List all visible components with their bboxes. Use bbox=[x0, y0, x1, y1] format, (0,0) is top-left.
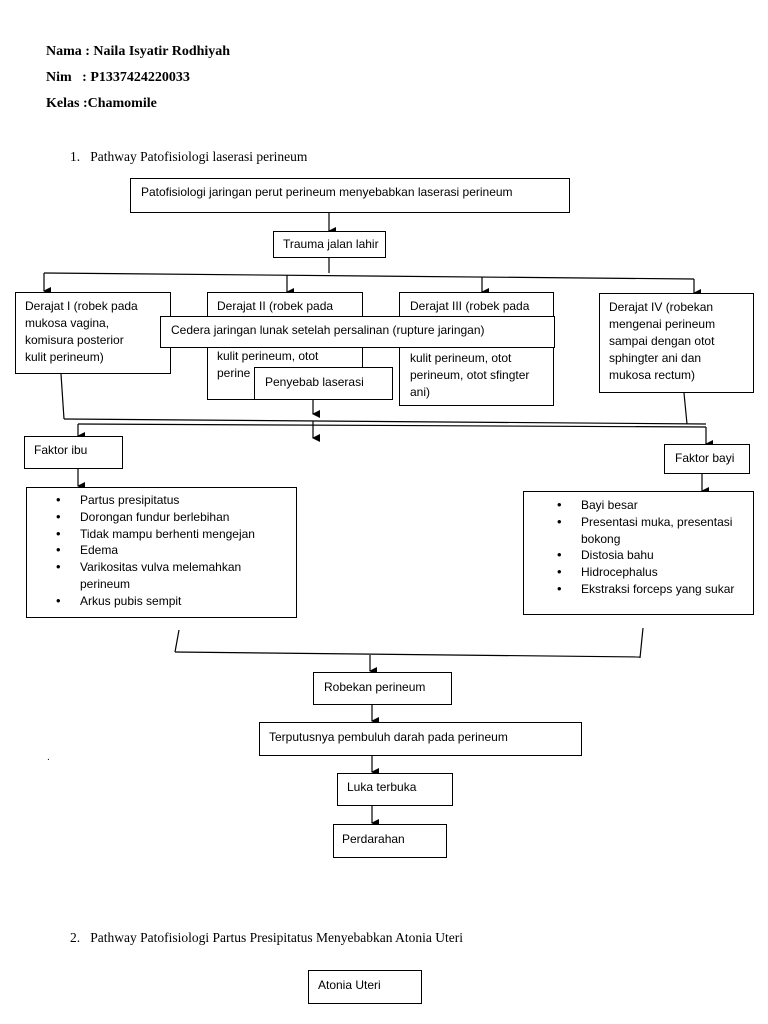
list-item: Varikositas vulva melemahkan bbox=[56, 559, 296, 576]
faktor-bayi-list: Bayi besar Presentasi muka, presentasi b… bbox=[524, 497, 753, 598]
terputus-text: Terputusnya pembuluh darah pada perineum bbox=[269, 730, 508, 744]
atonia-box: Atonia Uteri bbox=[308, 970, 422, 1004]
derajat-4-line: mengenai perineum bbox=[609, 317, 716, 331]
line-derajat-bus bbox=[43, 272, 695, 280]
list-item: Distosia bahu bbox=[557, 547, 753, 564]
student-name: Nama : Naila Isyatir Rodhiyah bbox=[46, 44, 231, 59]
trauma-box: Trauma jalan lahir bbox=[273, 231, 386, 258]
penyebab-text: Penyebab laserasi bbox=[265, 375, 364, 389]
derajat-3-box: Derajat III (robek pada kulit perineum, … bbox=[399, 292, 554, 406]
derajat-2-line: perine bbox=[217, 366, 251, 380]
derajat-4-line: Derajat IV (robekan bbox=[609, 300, 714, 314]
list-item-continuation: bokong bbox=[581, 531, 621, 546]
derajat-1-line: kulit perineum) bbox=[25, 350, 104, 364]
student-class: Kelas :Chamomile bbox=[46, 96, 157, 111]
list-item: Ekstraksi forceps yang sukar bbox=[557, 581, 753, 598]
list-item: Presentasi muka, presentasi bbox=[557, 514, 753, 531]
line-split-bus-2 bbox=[77, 423, 707, 428]
list-item: Arkus pubis sempit bbox=[56, 593, 296, 610]
derajat-3-line: Derajat III (robek pada bbox=[410, 299, 530, 313]
terputus-box: Terputusnya pembuluh darah pada perineum bbox=[259, 722, 582, 756]
list-item: Bayi besar bbox=[557, 497, 753, 514]
luka-text: Luka terbuka bbox=[347, 780, 417, 794]
derajat-1-line: komisura posterior bbox=[25, 333, 124, 347]
robekan-text: Robekan perineum bbox=[324, 680, 426, 694]
cedera-box: Cedera jaringan lunak setelah persalinan… bbox=[160, 316, 555, 348]
derajat-4-line: sphingter ani dan bbox=[609, 351, 702, 365]
faktor-ibu-list: Partus presipitatus Dorongan fundur berl… bbox=[27, 492, 296, 610]
list-item: Dorongan fundur berlebihan bbox=[56, 509, 296, 526]
section-2-title: 2. Pathway Patofisiologi Partus Presipit… bbox=[70, 930, 463, 945]
faktor-ibu-list-box: Partus presipitatus Dorongan fundur berl… bbox=[26, 487, 297, 618]
line-bayi-merge bbox=[639, 627, 644, 659]
derajat-1-box: Derajat I (robek pada mukosa vagina, kom… bbox=[15, 292, 171, 374]
student-nim: Nim : P1337424220033 bbox=[46, 70, 190, 85]
list-item: Partus presipitatus bbox=[56, 492, 296, 509]
derajat-2-line: Derajat II (robek pada bbox=[217, 299, 334, 313]
cedera-text: Cedera jaringan lunak setelah persalinan… bbox=[171, 323, 485, 337]
stray-dot: . bbox=[47, 752, 50, 763]
line-split-bus-1 bbox=[63, 418, 707, 425]
list-item-continuation: perineum bbox=[80, 576, 131, 591]
derajat-3-line: perineum, otot sfingter bbox=[410, 368, 530, 382]
perdarahan-box: Perdarahan bbox=[333, 824, 447, 858]
faktor-bayi-list-box: Bayi besar Presentasi muka, presentasi b… bbox=[523, 491, 754, 615]
faktor-ibu-box: Faktor ibu bbox=[24, 436, 123, 469]
derajat-4-line: sampai dengan otot bbox=[609, 334, 715, 348]
derajat-4-box: Derajat IV (robekan mengenai perineum sa… bbox=[599, 293, 754, 393]
penyebab-box: Penyebab laserasi bbox=[254, 367, 393, 400]
perdarahan-text: Perdarahan bbox=[342, 832, 405, 846]
derajat-3-line: kulit perineum, otot bbox=[410, 351, 512, 365]
robekan-box: Robekan perineum bbox=[313, 672, 452, 705]
root-box: Patofisiologi jaringan perut perineum me… bbox=[130, 178, 570, 213]
line-derajat1-down bbox=[60, 373, 65, 420]
atonia-text: Atonia Uteri bbox=[318, 978, 381, 992]
faktor-ibu-text: Faktor ibu bbox=[34, 443, 88, 457]
list-item: Hidrocephalus bbox=[557, 564, 753, 581]
derajat-1-line: mukosa vagina, bbox=[25, 316, 110, 330]
line-derajat4-down bbox=[683, 392, 688, 425]
luka-box: Luka terbuka bbox=[337, 773, 453, 806]
derajat-3-line: ani) bbox=[410, 385, 431, 399]
faktor-bayi-box: Faktor bayi bbox=[664, 444, 750, 474]
derajat-4-line: mukosa rectum) bbox=[609, 368, 696, 382]
line-merge-bus bbox=[174, 651, 641, 658]
list-item: Tidak mampu berhenti mengejan bbox=[56, 526, 296, 543]
section-1-title: 1. Pathway Patofisiologi laserasi perine… bbox=[70, 149, 308, 164]
list-item: Edema bbox=[56, 542, 296, 559]
derajat-2-line: kulit perineum, otot bbox=[217, 349, 319, 363]
trauma-text: Trauma jalan lahir bbox=[283, 237, 379, 251]
line-ibu-merge bbox=[174, 629, 180, 653]
derajat-1-line: Derajat I (robek pada bbox=[25, 299, 138, 313]
root-text: Patofisiologi jaringan perut perineum me… bbox=[141, 185, 513, 199]
faktor-bayi-text: Faktor bayi bbox=[675, 451, 735, 465]
